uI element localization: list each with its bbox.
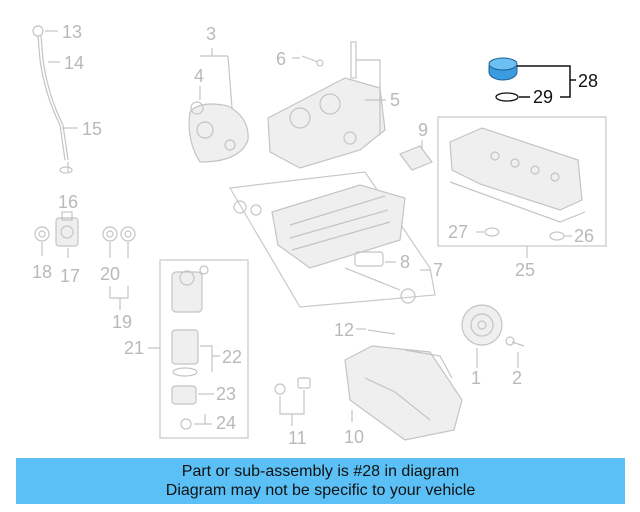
callout-10: 10 <box>344 427 364 447</box>
valve-cover <box>449 127 586 223</box>
callout-15: 15 <box>82 119 102 139</box>
callout-5: 5 <box>390 90 400 110</box>
banner-line-1: Part or sub-assembly is #28 in diagram <box>181 463 460 480</box>
label-plate-9 <box>399 145 433 171</box>
callout-29: 29 <box>533 87 553 107</box>
oil-filter-cap-23 <box>171 385 197 405</box>
callout-6: 6 <box>276 49 286 69</box>
seal-ring-20 <box>102 226 136 242</box>
callout-21: 21 <box>124 338 144 358</box>
gasket-8 <box>354 251 384 267</box>
dipstick <box>32 25 73 174</box>
oil-filter-group-frame <box>159 259 249 439</box>
pulley-bolt <box>505 336 525 347</box>
crankshaft-pulley <box>461 304 503 346</box>
callout-4: 4 <box>194 66 204 86</box>
timing-chain-tensioner <box>350 41 357 79</box>
callout-14: 14 <box>64 53 84 73</box>
callout-28: 28 <box>578 71 598 91</box>
cylinder-head <box>267 77 386 169</box>
callout-8: 8 <box>400 252 410 272</box>
fuel-rail <box>344 267 416 304</box>
seal-26 <box>549 231 565 241</box>
callout-12: 12 <box>334 320 354 340</box>
callout-20: 20 <box>100 264 120 284</box>
callout-24: 24 <box>216 413 236 433</box>
callout-19: 19 <box>112 312 132 332</box>
oil-filter-housing <box>171 265 209 313</box>
seal-ring-18 <box>34 226 50 242</box>
seal-27 <box>484 227 500 237</box>
bolt-12 <box>367 329 396 335</box>
callout-3: 3 <box>206 24 216 44</box>
callout-22: 22 <box>222 347 242 367</box>
oil-filter-element-22 <box>171 329 199 377</box>
callout-17: 17 <box>60 266 80 286</box>
callout-25: 25 <box>515 260 535 280</box>
callout-9: 9 <box>418 120 428 140</box>
filler-cap-seal <box>495 92 519 102</box>
intake-manifold-group-frame <box>229 171 436 308</box>
callout-2: 2 <box>512 368 522 388</box>
dowel-6 <box>301 55 324 67</box>
parts-diagram: 13 14 15 16 18 17 20 19 3 4 6 5 9 8 7 12… <box>32 22 607 448</box>
callout-7: 7 <box>433 260 443 280</box>
drain-plug-24 <box>180 418 192 430</box>
callout-26: 26 <box>574 226 594 246</box>
callout-13: 13 <box>62 22 82 42</box>
oil-filter-flange <box>55 211 79 247</box>
oil-pressure-sender <box>274 377 311 395</box>
callout-23: 23 <box>216 384 236 404</box>
info-banner: Part or sub-assembly is #28 in diagram D… <box>16 458 625 504</box>
oil-filler-cap <box>488 57 518 81</box>
intake-manifold <box>233 184 406 269</box>
callout-16: 16 <box>58 192 78 212</box>
oil-pan <box>344 345 463 441</box>
callout-1: 1 <box>471 368 481 388</box>
timing-cover <box>188 103 249 163</box>
callout-18: 18 <box>32 262 52 282</box>
seal-4 <box>190 101 204 115</box>
callout-11: 11 <box>288 428 307 448</box>
callout-27: 27 <box>448 222 468 242</box>
valve-cover-group-frame <box>437 116 607 247</box>
banner-line-2: Diagram may not be specific to your vehi… <box>165 482 476 499</box>
